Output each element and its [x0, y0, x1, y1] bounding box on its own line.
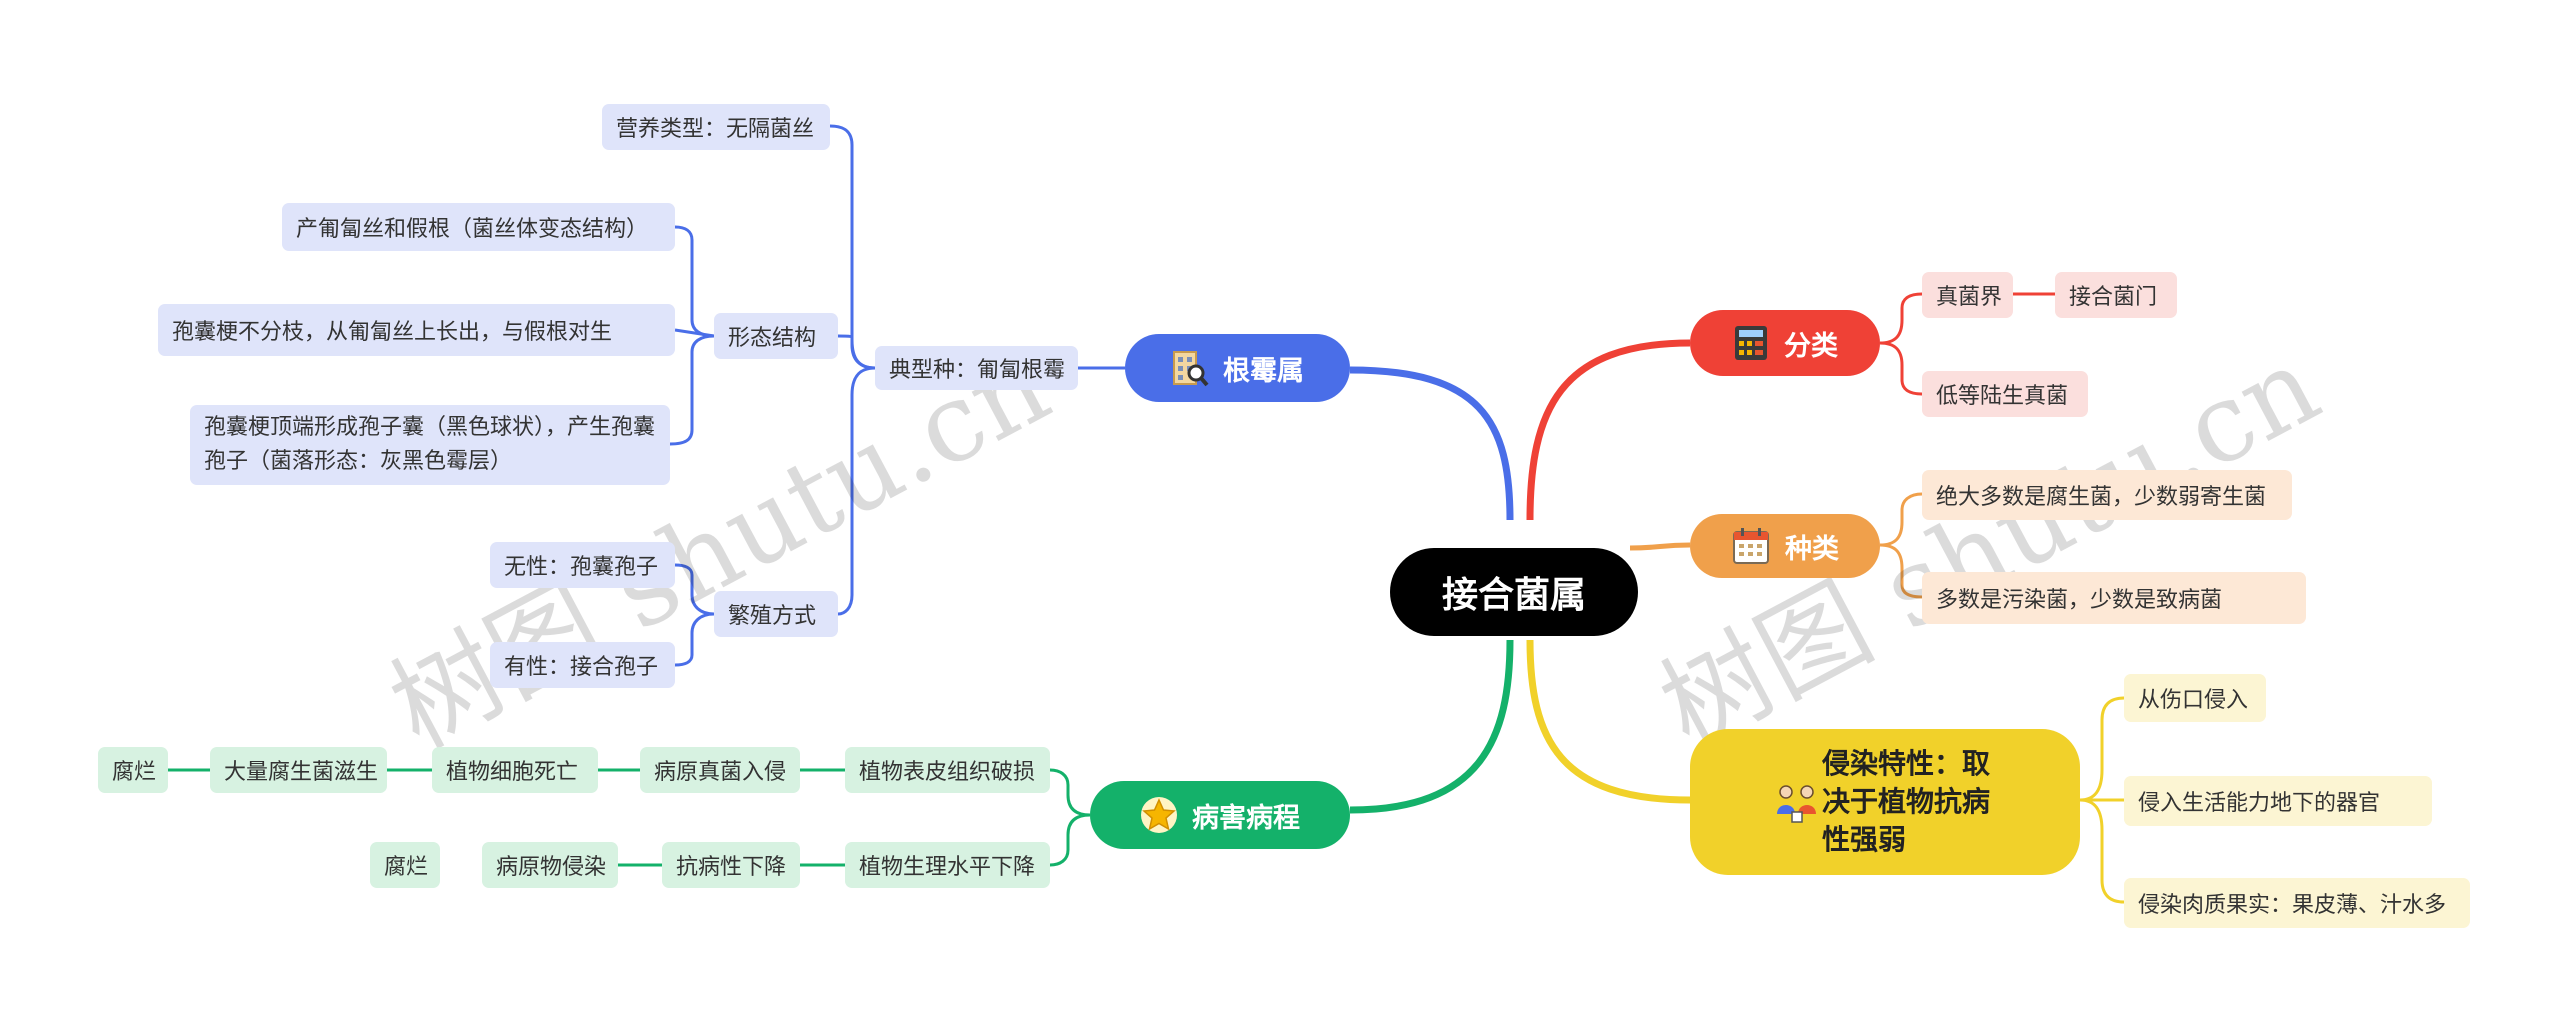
disease-step[interactable]: 植物表皮组织破损 — [845, 747, 1050, 793]
repro-label[interactable]: 繁殖方式 — [714, 591, 838, 637]
calculator-icon — [1735, 326, 1767, 360]
morph-item[interactable]: 孢囊梗不分枝，从匍匐丝上长出，与假根对生 — [158, 304, 675, 356]
branch-classify[interactable]: 分类 — [1690, 310, 1880, 376]
disease-step[interactable]: 抗病性下降 — [662, 842, 800, 888]
disease-step[interactable]: 腐烂 — [370, 842, 440, 888]
morph-item[interactable]: 孢囊梗顶端形成孢子囊（黑色球状），产生孢囊孢子（菌落形态：灰黑色霉层） — [190, 405, 670, 485]
disease-step[interactable]: 大量腐生菌滋生 — [210, 747, 387, 793]
repro-item[interactable]: 有性：接合孢子 — [490, 642, 675, 688]
infection-item[interactable]: 从伤口侵入 — [2124, 674, 2266, 722]
morph-label[interactable]: 形态结构 — [714, 313, 838, 359]
calendar-icon — [1733, 528, 1769, 564]
classify-item[interactable]: 接合菌门 — [2055, 272, 2177, 318]
typical-species[interactable]: 典型种：匍匐根霉 — [875, 346, 1078, 390]
classify-item[interactable]: 真菌界 — [1922, 272, 2013, 318]
morph-item[interactable]: 产匍匐丝和假根（菌丝体变态结构） — [282, 203, 675, 251]
nutrition-type[interactable]: 营养类型：无隔菌丝 — [602, 104, 830, 150]
branch-label: 种类 — [1785, 533, 1839, 565]
disease-step[interactable]: 植物细胞死亡 — [432, 747, 598, 793]
root-topic[interactable]: 接合菌属 — [1390, 548, 1638, 636]
disease-step[interactable]: 病原真菌入侵 — [640, 747, 800, 793]
branch-label: 根霉属 — [1223, 355, 1304, 387]
branch-label: 分类 — [1784, 330, 1838, 362]
repro-item[interactable]: 无性：孢囊孢子 — [490, 542, 675, 588]
star-icon — [1141, 797, 1177, 833]
branch-species[interactable]: 种类 — [1690, 514, 1880, 578]
branch-label: 侵染特性：取决于植物抗病性强弱 — [1822, 747, 1991, 856]
species-item[interactable]: 绝大多数是腐生菌，少数弱寄生菌 — [1922, 470, 2292, 520]
branch-genhu[interactable]: 根霉属 — [1125, 334, 1350, 402]
disease-step[interactable]: 腐烂 — [98, 747, 168, 793]
disease-step[interactable]: 病原物侵染 — [482, 842, 618, 888]
branch-infection[interactable]: 侵染特性：取决于植物抗病性强弱 — [1690, 729, 2080, 875]
branch-disease[interactable]: 病害病程 — [1090, 781, 1350, 849]
infection-item[interactable]: 侵染肉质果实：果皮薄、汁水多 — [2124, 878, 2470, 928]
building-search-icon — [1173, 351, 1209, 387]
disease-step[interactable]: 植物生理水平下降 — [845, 842, 1050, 888]
classify-item[interactable]: 低等陆生真菌 — [1922, 371, 2088, 417]
people-icon — [1777, 785, 1816, 823]
branch-label: 病害病程 — [1192, 802, 1300, 834]
infection-item[interactable]: 侵入生活能力地下的器官 — [2124, 776, 2432, 826]
species-item[interactable]: 多数是污染菌，少数是致病菌 — [1922, 572, 2306, 624]
